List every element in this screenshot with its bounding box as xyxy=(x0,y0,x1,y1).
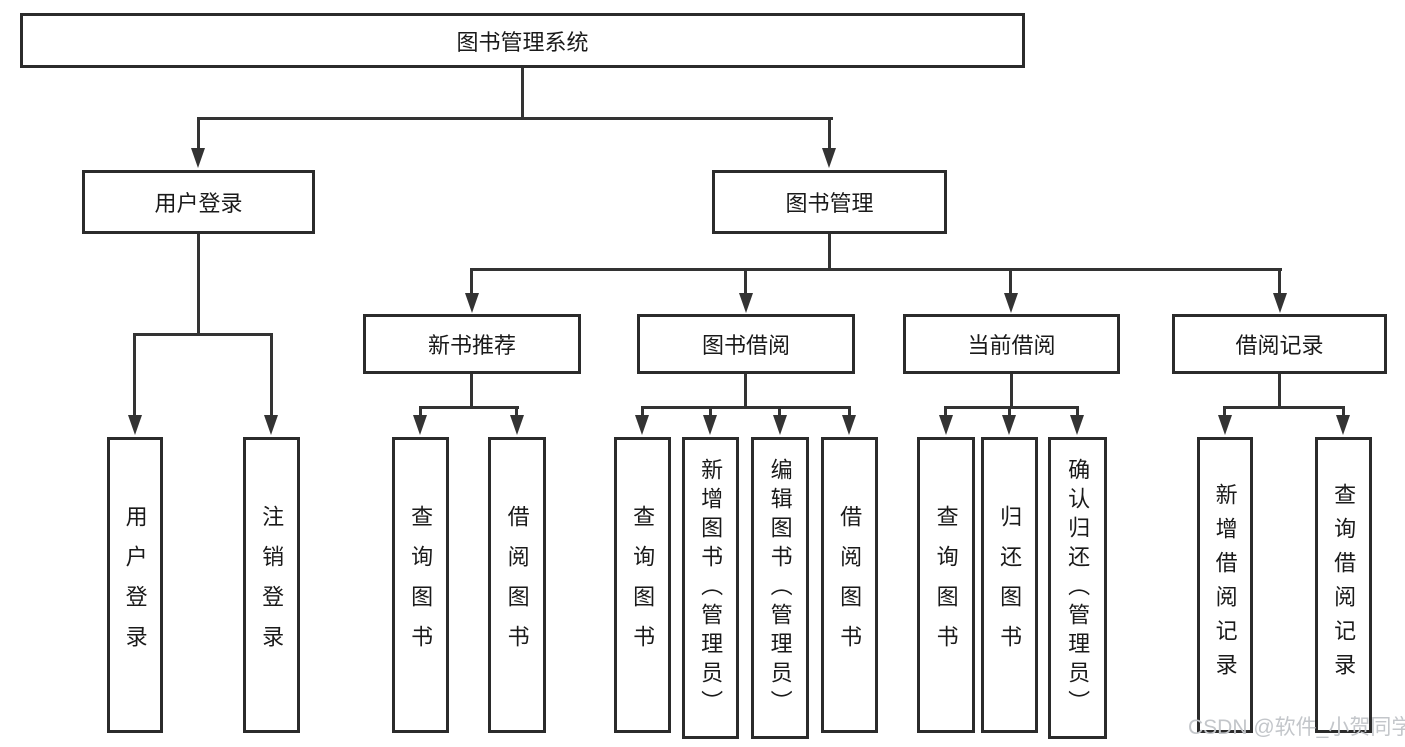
connector-line xyxy=(744,374,747,409)
leaf-query-books: 查询图书 xyxy=(392,437,449,733)
arrowhead-down-icon xyxy=(1002,415,1016,435)
node-label: 确认归还（管理员） xyxy=(1065,457,1091,719)
leaf-add-borrow-record: 新增借阅记录 xyxy=(1197,437,1253,733)
leaf-return-books: 归还图书 xyxy=(981,437,1038,733)
node-label: 查询图书 xyxy=(933,505,959,665)
node-label: 注销登录 xyxy=(259,505,285,665)
arrowhead-down-icon xyxy=(739,293,753,313)
arrowhead-down-icon xyxy=(191,148,205,168)
arrowhead-down-icon xyxy=(413,415,427,435)
connector-line xyxy=(709,406,712,416)
leaf-query-borrow-record: 查询借阅记录 xyxy=(1315,437,1372,733)
connector-line xyxy=(828,234,831,271)
csdn-watermark: CSDN @软件_小贺同学 xyxy=(1188,716,1405,739)
connector-line xyxy=(419,406,519,409)
connector-line xyxy=(133,333,136,415)
arrowhead-down-icon xyxy=(1218,415,1232,435)
connector-line xyxy=(419,406,422,416)
connector-line xyxy=(1278,268,1281,294)
connector-line xyxy=(470,268,1282,271)
connector-line xyxy=(133,333,273,336)
connector-line xyxy=(1342,406,1345,416)
node-library-management-system: 图书管理系统 xyxy=(20,13,1025,68)
node-label: 图书管理系统 xyxy=(456,29,589,55)
connector-line xyxy=(944,406,1079,409)
connector-line xyxy=(641,406,851,409)
connector-line xyxy=(944,406,947,416)
arrowhead-down-icon xyxy=(703,415,717,435)
connector-line xyxy=(197,117,200,149)
node-user-login: 用户登录 xyxy=(82,170,315,234)
node-label: 查询图书 xyxy=(630,505,656,665)
arrowhead-down-icon xyxy=(773,415,787,435)
leaf-borrow-books: 借阅图书 xyxy=(488,437,546,733)
arrowhead-down-icon xyxy=(510,415,524,435)
arrowhead-down-icon xyxy=(465,293,479,313)
arrowhead-down-icon xyxy=(264,415,278,435)
arrowhead-down-icon xyxy=(1070,415,1084,435)
leaf-add-books-admin: 新增图书（管理员） xyxy=(682,437,739,739)
node-book-management: 图书管理 xyxy=(712,170,947,234)
leaf-edit-books-admin: 编辑图书（管理员） xyxy=(751,437,809,739)
arrowhead-down-icon xyxy=(939,415,953,435)
node-label: 借阅图书 xyxy=(837,505,863,665)
node-label: 新增图书（管理员） xyxy=(698,457,724,719)
node-label: 借阅图书 xyxy=(504,505,530,665)
connector-line xyxy=(778,406,781,416)
node-label: 新增借阅记录 xyxy=(1212,483,1238,687)
arrowhead-down-icon xyxy=(842,415,856,435)
node-label: 查询图书 xyxy=(408,505,434,665)
node-label: 当前借阅 xyxy=(967,333,1056,358)
node-label: 归还图书 xyxy=(997,505,1023,665)
node-book-borrowing: 图书借阅 xyxy=(637,314,855,374)
connector-line xyxy=(521,68,524,118)
node-current-borrowing: 当前借阅 xyxy=(903,314,1120,374)
node-label: 图书管理 xyxy=(785,191,874,216)
leaf-user-login: 用户登录 xyxy=(107,437,163,733)
connector-line xyxy=(270,333,273,415)
node-new-book-recommendation: 新书推荐 xyxy=(363,314,581,374)
connector-line xyxy=(470,268,473,294)
connector-line xyxy=(744,268,747,294)
arrowhead-down-icon xyxy=(128,415,142,435)
node-label: 查询借阅记录 xyxy=(1331,483,1357,687)
connector-line xyxy=(470,374,473,409)
arrowhead-down-icon xyxy=(1004,293,1018,313)
connector-line xyxy=(1223,406,1345,409)
connector-line xyxy=(1223,406,1226,416)
leaf-confirm-return-admin: 确认归还（管理员） xyxy=(1048,437,1107,739)
connector-line xyxy=(1278,374,1281,409)
leaf-query-books: 查询图书 xyxy=(917,437,975,733)
arrowhead-down-icon xyxy=(822,148,836,168)
connector-line xyxy=(1008,406,1011,416)
node-label: 编辑图书（管理员） xyxy=(767,457,793,719)
node-borrowing-records: 借阅记录 xyxy=(1172,314,1387,374)
leaf-logout-login: 注销登录 xyxy=(243,437,300,733)
node-label: 用户登录 xyxy=(154,191,243,216)
connector-line xyxy=(197,117,833,120)
connector-line xyxy=(828,117,831,149)
connector-line xyxy=(515,406,518,416)
arrowhead-down-icon xyxy=(1336,415,1350,435)
connector-line xyxy=(1010,374,1013,409)
connector-line xyxy=(848,406,851,416)
connector-line xyxy=(641,406,644,416)
node-label: 借阅记录 xyxy=(1235,333,1324,358)
node-label: 用户登录 xyxy=(122,505,148,665)
arrowhead-down-icon xyxy=(1273,293,1287,313)
leaf-borrow-books: 借阅图书 xyxy=(821,437,878,733)
leaf-query-books: 查询图书 xyxy=(614,437,671,733)
connector-line xyxy=(1076,406,1079,416)
connector-line xyxy=(1009,268,1012,294)
node-label: 新书推荐 xyxy=(427,333,516,358)
connector-line xyxy=(197,234,200,336)
node-label: 图书借阅 xyxy=(701,333,790,358)
arrowhead-down-icon xyxy=(635,415,649,435)
